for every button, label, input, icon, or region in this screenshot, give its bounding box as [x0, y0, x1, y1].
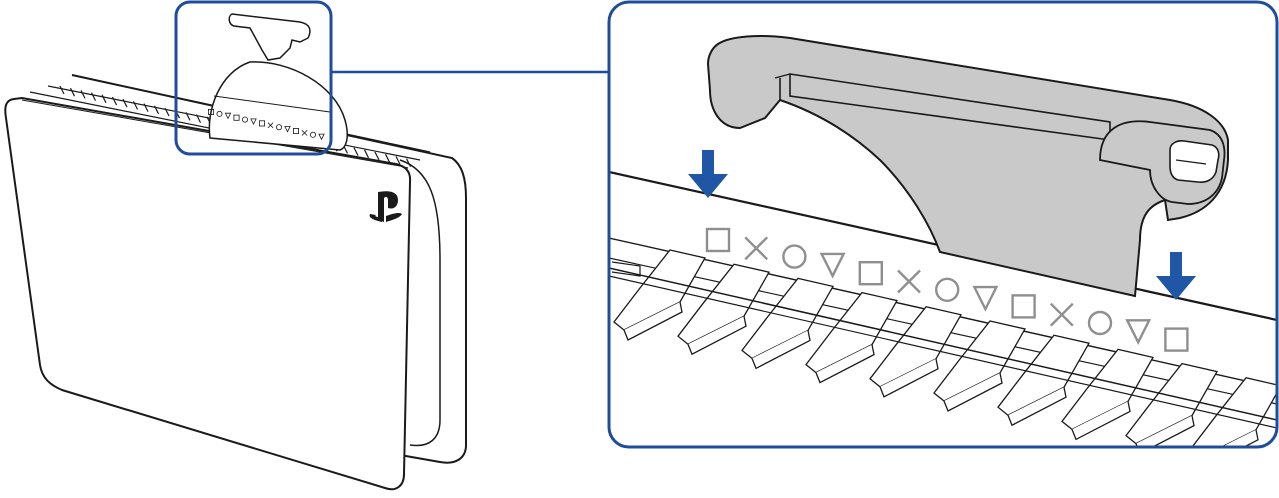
- vent-tick: [374, 151, 380, 161]
- vent-tick: [153, 105, 160, 115]
- triangle-mark-icon: [318, 133, 325, 141]
- vent-fin-edge: [751, 330, 811, 370]
- vent-fins: [613, 249, 1277, 447]
- vent-fin-edge: [1071, 401, 1131, 441]
- vent-tick: [132, 101, 139, 110]
- triangle-mark-icon: [250, 118, 257, 125]
- down-arrow-icon: [688, 150, 728, 198]
- triangle-mark-icon: [972, 285, 999, 312]
- console-body-curve: [399, 159, 441, 447]
- vent-tick: [185, 112, 191, 121]
- square-mark-icon: [705, 227, 731, 253]
- circle-mark-icon: [275, 124, 282, 131]
- alignment-shape-marks: [705, 227, 1189, 352]
- console-overview: [4, 13, 467, 491]
- down-arrow-icon: [1156, 252, 1196, 300]
- cross-mark-icon: [897, 269, 921, 294]
- overview-shape-marks: [207, 109, 325, 141]
- square-mark-icon: [233, 114, 240, 121]
- cross-mark-icon: [1049, 302, 1074, 327]
- stand-body: [706, 35, 1229, 298]
- vent-tick: [101, 94, 107, 104]
- vent-tick: [59, 85, 65, 95]
- circle-mark-icon: [241, 116, 248, 123]
- vent-fin: [1189, 377, 1277, 447]
- vent-tick: [164, 107, 170, 117]
- cross-mark-icon: [744, 236, 769, 261]
- vent-tick: [363, 149, 370, 159]
- circle-mark-icon: [782, 244, 807, 269]
- overview-stand: [208, 13, 348, 151]
- square-mark-icon: [858, 261, 883, 286]
- vent-tick: [80, 90, 86, 99]
- stand-detail: [706, 35, 1229, 298]
- vent-tick: [395, 156, 401, 165]
- vent-tick: [111, 96, 118, 106]
- vent-fin-edge: [943, 372, 1003, 412]
- vent-fin-edge: [687, 316, 747, 356]
- vent-fin-edge: [1007, 387, 1067, 427]
- triangle-mark-icon: [1125, 319, 1152, 345]
- vent-tick: [69, 87, 76, 97]
- playstation-logo-icon: [369, 191, 402, 222]
- triangle-mark-icon: [819, 252, 846, 279]
- vent-fin-edge: [623, 301, 683, 341]
- square-mark-icon: [258, 120, 265, 127]
- square-mark-icon: [207, 109, 214, 116]
- callout-frame-small: [174, 0, 333, 156]
- square-mark-icon: [1011, 294, 1036, 319]
- vent-fin-edge: [815, 344, 875, 384]
- triangle-mark-icon: [284, 126, 291, 133]
- zoom-detail: [609, 2, 1277, 447]
- vent-tick: [90, 92, 97, 101]
- cross-mark-icon: [301, 130, 308, 136]
- vent-tick: [384, 153, 391, 163]
- vent-fin-edge: [1263, 443, 1277, 447]
- vent-tick: [405, 158, 412, 167]
- vent-fin-edge: [879, 358, 939, 398]
- console-cover-panel: [4, 96, 412, 491]
- vent-tick: [143, 103, 149, 112]
- vent-fin-edge: [1135, 415, 1195, 447]
- vent-fin-edge: [1199, 429, 1259, 447]
- square-mark-icon: [292, 127, 299, 134]
- circle-mark-icon: [935, 277, 960, 302]
- vent-tick: [122, 98, 128, 108]
- circle-mark-icon: [216, 110, 223, 117]
- cross-mark-icon: [267, 122, 274, 129]
- square-mark-icon: [1164, 327, 1189, 352]
- vent-tick: [195, 114, 202, 123]
- circle-mark-icon: [1087, 310, 1113, 336]
- vent-tick: [353, 147, 359, 156]
- triangle-mark-icon: [224, 112, 232, 120]
- callout-frame-large: [607, 0, 1279, 449]
- circle-mark-icon: [309, 131, 316, 138]
